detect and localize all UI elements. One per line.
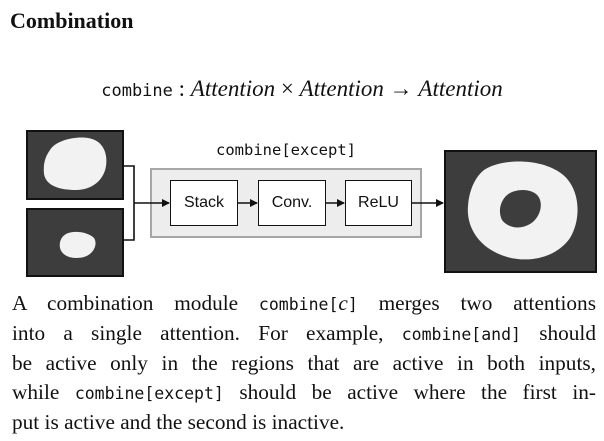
caption-line-4: while combine[except] should be active w… [12,378,596,408]
signature-arrow: → [389,76,413,101]
caption-line-2: into a single attention. For example, co… [12,319,596,349]
input-bracket [124,165,135,241]
attention-blob-2-icon [59,231,96,258]
caption-text: should be active where the first in- [223,380,596,404]
caption-line-3: be active only in the regions that are a… [12,351,596,375]
output-attention [444,150,597,273]
stage-relu: ReLU [345,180,412,226]
type-signature: combine : Attention × Attention → Attent… [0,76,604,102]
signature-input-type-a: Attention [190,76,276,101]
signature-output-type: Attention [418,76,503,101]
connection-wires [124,165,444,241]
attention-blob-1-icon [43,137,107,190]
signature-times: × [280,76,294,101]
input-attention-2 [26,208,124,277]
caption-code: combine[except] [74,384,224,403]
input-attention-1 [26,130,124,200]
caption-code: ] [347,295,358,314]
stage-conv: Conv. [258,180,326,226]
caption-text: should [520,321,597,345]
caption-code: combine[ [258,295,339,314]
stage-stack: Stack [170,180,238,226]
caption-variable: c [338,291,348,315]
caption-text: A combination module [12,291,259,315]
signature-input-type-b: Attention [299,76,384,101]
caption-text: into a single attention. For example, [12,321,402,345]
caption-text: while [12,380,75,404]
module-label: combine[except] [216,141,356,159]
combination-figure: combine[except] Stack Conv. ReLU [26,130,597,277]
signature-colon: : [178,76,186,101]
section-title: Combination [10,8,134,33]
caption-line-5: put is active and the second is inactive… [12,410,345,434]
attention-output-ring-icon [467,161,578,260]
caption-code: combine[and] [401,325,521,344]
caption-text: merges two attentions [357,291,596,315]
signature-function-name: combine [101,81,173,101]
caption-line-1: A combination module combine[c] merges t… [12,289,596,319]
caption-paragraph: A combination module combine[c] merges t… [12,289,596,437]
